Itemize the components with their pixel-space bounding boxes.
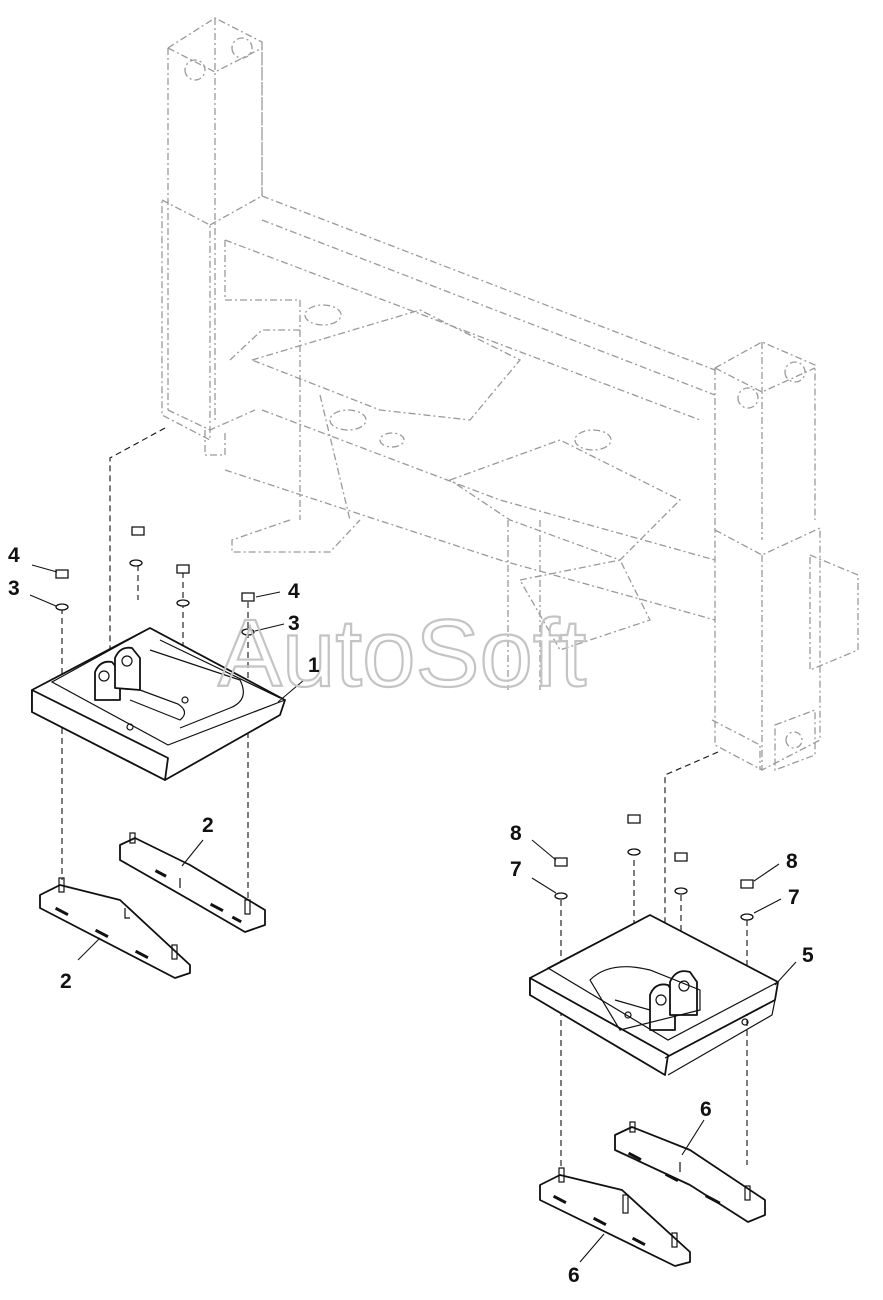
callout-labels: 4 3 4 3 1 2 2 8 7 8 7 5 6 6 (8, 544, 814, 1287)
left-pad-lower (39, 877, 191, 979)
callout-7-left: 7 (510, 858, 522, 881)
right-pad-lower (539, 1167, 691, 1267)
frame-assembly-ghost (161, 17, 859, 771)
callout-2-upper: 2 (202, 814, 214, 837)
watermark-text: AutoSoft (218, 600, 586, 707)
right-pad-upper (614, 1121, 766, 1223)
callout-8-left: 8 (510, 822, 522, 845)
leader-lines (29, 564, 797, 1263)
left-fasteners (55, 526, 255, 636)
left-pad-upper (119, 832, 266, 933)
callout-4-right: 4 (288, 580, 300, 603)
callout-6-upper: 6 (700, 1098, 712, 1121)
right-fasteners (554, 814, 754, 921)
callout-6-lower: 6 (568, 1264, 580, 1287)
callout-5: 5 (802, 944, 814, 967)
callout-3-right: 3 (288, 612, 300, 635)
callout-2-lower: 2 (60, 970, 72, 993)
callout-1: 1 (308, 654, 320, 677)
left-hinge-bracket (31, 627, 286, 781)
callout-8-right: 8 (786, 850, 798, 873)
callout-7-right: 7 (788, 886, 800, 909)
callout-3-left: 3 (8, 577, 20, 600)
callout-4-left: 4 (8, 544, 20, 567)
right-hinge-bracket (529, 914, 779, 1076)
